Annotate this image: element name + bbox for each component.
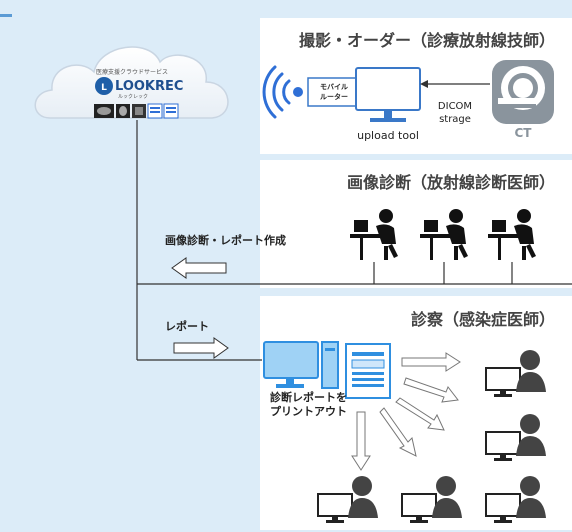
diagnosis-title: 画像診断（放射線診断医師） bbox=[347, 173, 555, 192]
radiologist-icon bbox=[488, 209, 536, 260]
consult-title: 診察（感染症医師） bbox=[411, 310, 555, 329]
dicom-label-line2: strage bbox=[439, 114, 471, 125]
report-document-icon bbox=[345, 343, 391, 399]
doctor-icon bbox=[485, 414, 546, 461]
arrow-right-icon bbox=[173, 337, 229, 359]
radiologist-icon bbox=[350, 209, 398, 260]
doctor-icon bbox=[317, 476, 378, 523]
connector-lines bbox=[136, 120, 572, 361]
svg-text:L: L bbox=[101, 83, 107, 93]
cloud-logo-text: LOOKREC bbox=[115, 79, 183, 94]
flow-label-report-creation: 画像診断・レポート作成 bbox=[165, 233, 286, 247]
router-label-line2: ルーター bbox=[320, 92, 348, 101]
arrow-left-icon bbox=[171, 257, 227, 279]
cloud-caption: 医療支援クラウドサービス bbox=[96, 68, 168, 76]
arrow-diagonal-icon bbox=[395, 397, 445, 431]
upload-tool-monitor-icon bbox=[355, 67, 421, 122]
arrow-diagonal-icon bbox=[379, 407, 417, 457]
doctor-icon bbox=[485, 350, 546, 397]
wifi-signal-icon bbox=[262, 65, 303, 119]
cloud-logo-ruby: ルックレック bbox=[118, 94, 148, 100]
print-label-line1: 診断レポートを bbox=[270, 390, 347, 404]
doctor-icon bbox=[485, 476, 546, 523]
arrow-right-icon bbox=[401, 352, 461, 372]
flow-label-report: レポート bbox=[165, 319, 209, 333]
doctor-icon bbox=[401, 476, 462, 523]
pc-icon bbox=[263, 341, 339, 389]
ct-scanner-icon bbox=[492, 60, 554, 124]
cloud-service: 医療支援クラウドサービス L LOOKREC ルックレック bbox=[34, 46, 229, 119]
diagnosis-panel bbox=[260, 160, 572, 288]
arrow-down-icon bbox=[351, 411, 371, 471]
lookrec-logo-icon: L bbox=[95, 77, 113, 95]
ct-label: CT bbox=[515, 126, 533, 140]
image-thumbnails bbox=[94, 103, 179, 119]
capture-title: 撮影・オーダー（診療放射線技師） bbox=[299, 31, 555, 50]
arrow-diagonal-icon bbox=[403, 377, 459, 403]
mobile-router-box bbox=[307, 77, 361, 107]
corner-mark bbox=[0, 14, 12, 17]
radiologist-icon bbox=[420, 209, 468, 260]
print-label-line2: プリントアウト bbox=[270, 404, 347, 418]
router-label-line1: モバイル bbox=[320, 83, 348, 91]
upload-tool-label: upload tool bbox=[357, 129, 419, 142]
dicom-arrow-icon bbox=[420, 80, 490, 88]
dicom-label-line1: DICOM bbox=[438, 101, 472, 112]
distribution-arrows bbox=[351, 352, 461, 471]
